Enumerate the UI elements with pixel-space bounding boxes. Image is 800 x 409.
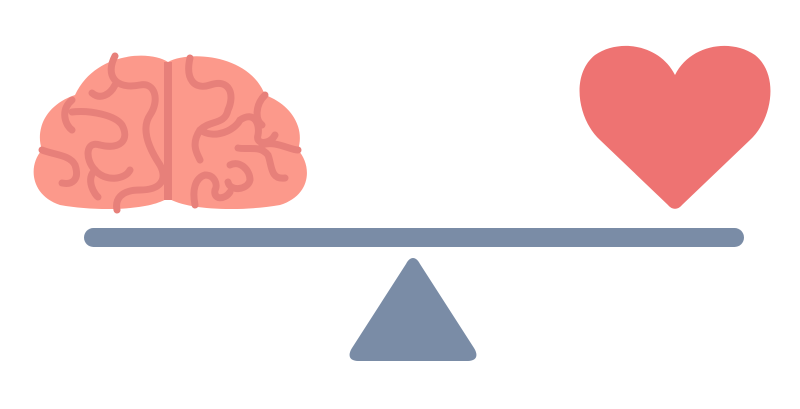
fulcrum-triangle [349, 258, 477, 361]
brain-folds [38, 52, 302, 214]
heart-icon [579, 45, 771, 209]
brain-icon [33, 52, 307, 214]
balance-beam [84, 228, 744, 247]
